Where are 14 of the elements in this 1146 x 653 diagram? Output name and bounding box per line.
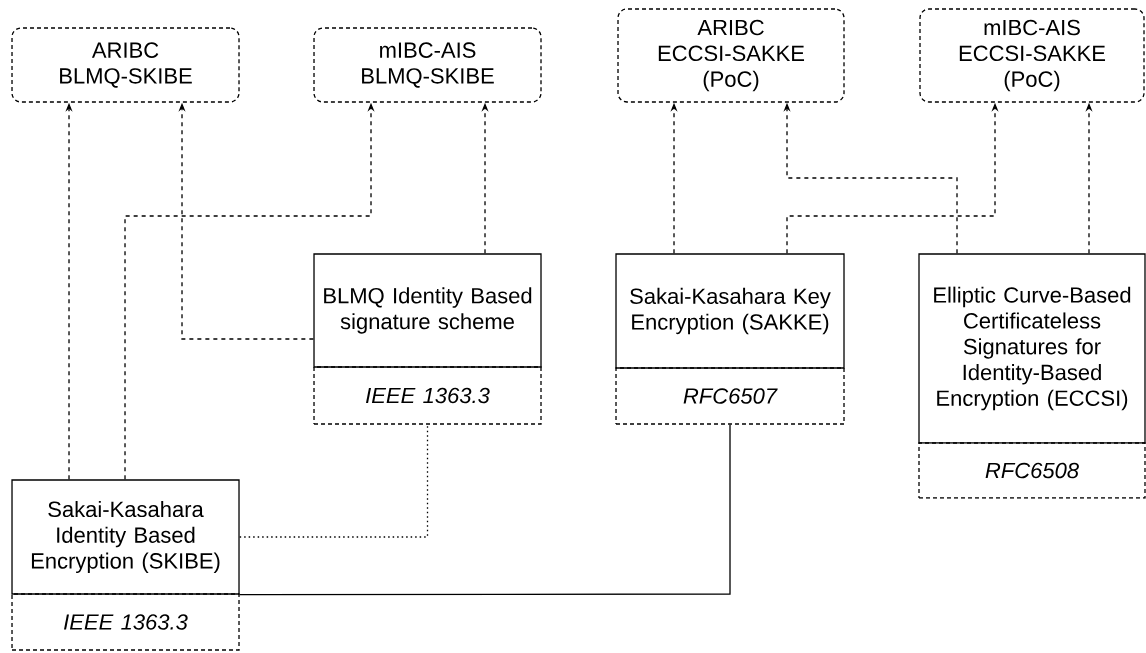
algorithm-box: Sakai-Kasahara Identity Based Encryption (SKIBE) bbox=[11, 479, 240, 595]
connector-line bbox=[239, 424, 429, 538]
standard-box: IEEE 1363.3 bbox=[313, 366, 542, 425]
algorithm-box: BLMQ Identity Based signature scheme bbox=[313, 253, 542, 368]
scheme-box: mIBC-AIS BLMQ-SKIBE bbox=[313, 27, 542, 103]
standard-box: RFC6508 bbox=[918, 442, 1146, 499]
standard-box: RFC6507 bbox=[615, 367, 845, 425]
connector-line bbox=[239, 424, 731, 596]
scheme-box: ARIBC BLMQ-SKIBE bbox=[11, 27, 240, 103]
scheme-box: ARIBC ECCSI-SAKKE (PoC) bbox=[617, 8, 845, 103]
standard-box: IEEE 1363.3 bbox=[11, 593, 240, 651]
scheme-box: mIBC-AIS ECCSI-SAKKE (PoC) bbox=[919, 8, 1145, 103]
algorithm-box: Elliptic Curve-Based Certificateless Signatures for Identity-Based Encryption (ECCSI) bbox=[918, 253, 1146, 444]
algorithm-box: Sakai-Kasahara Key Encryption (SAKKE) bbox=[615, 253, 845, 369]
